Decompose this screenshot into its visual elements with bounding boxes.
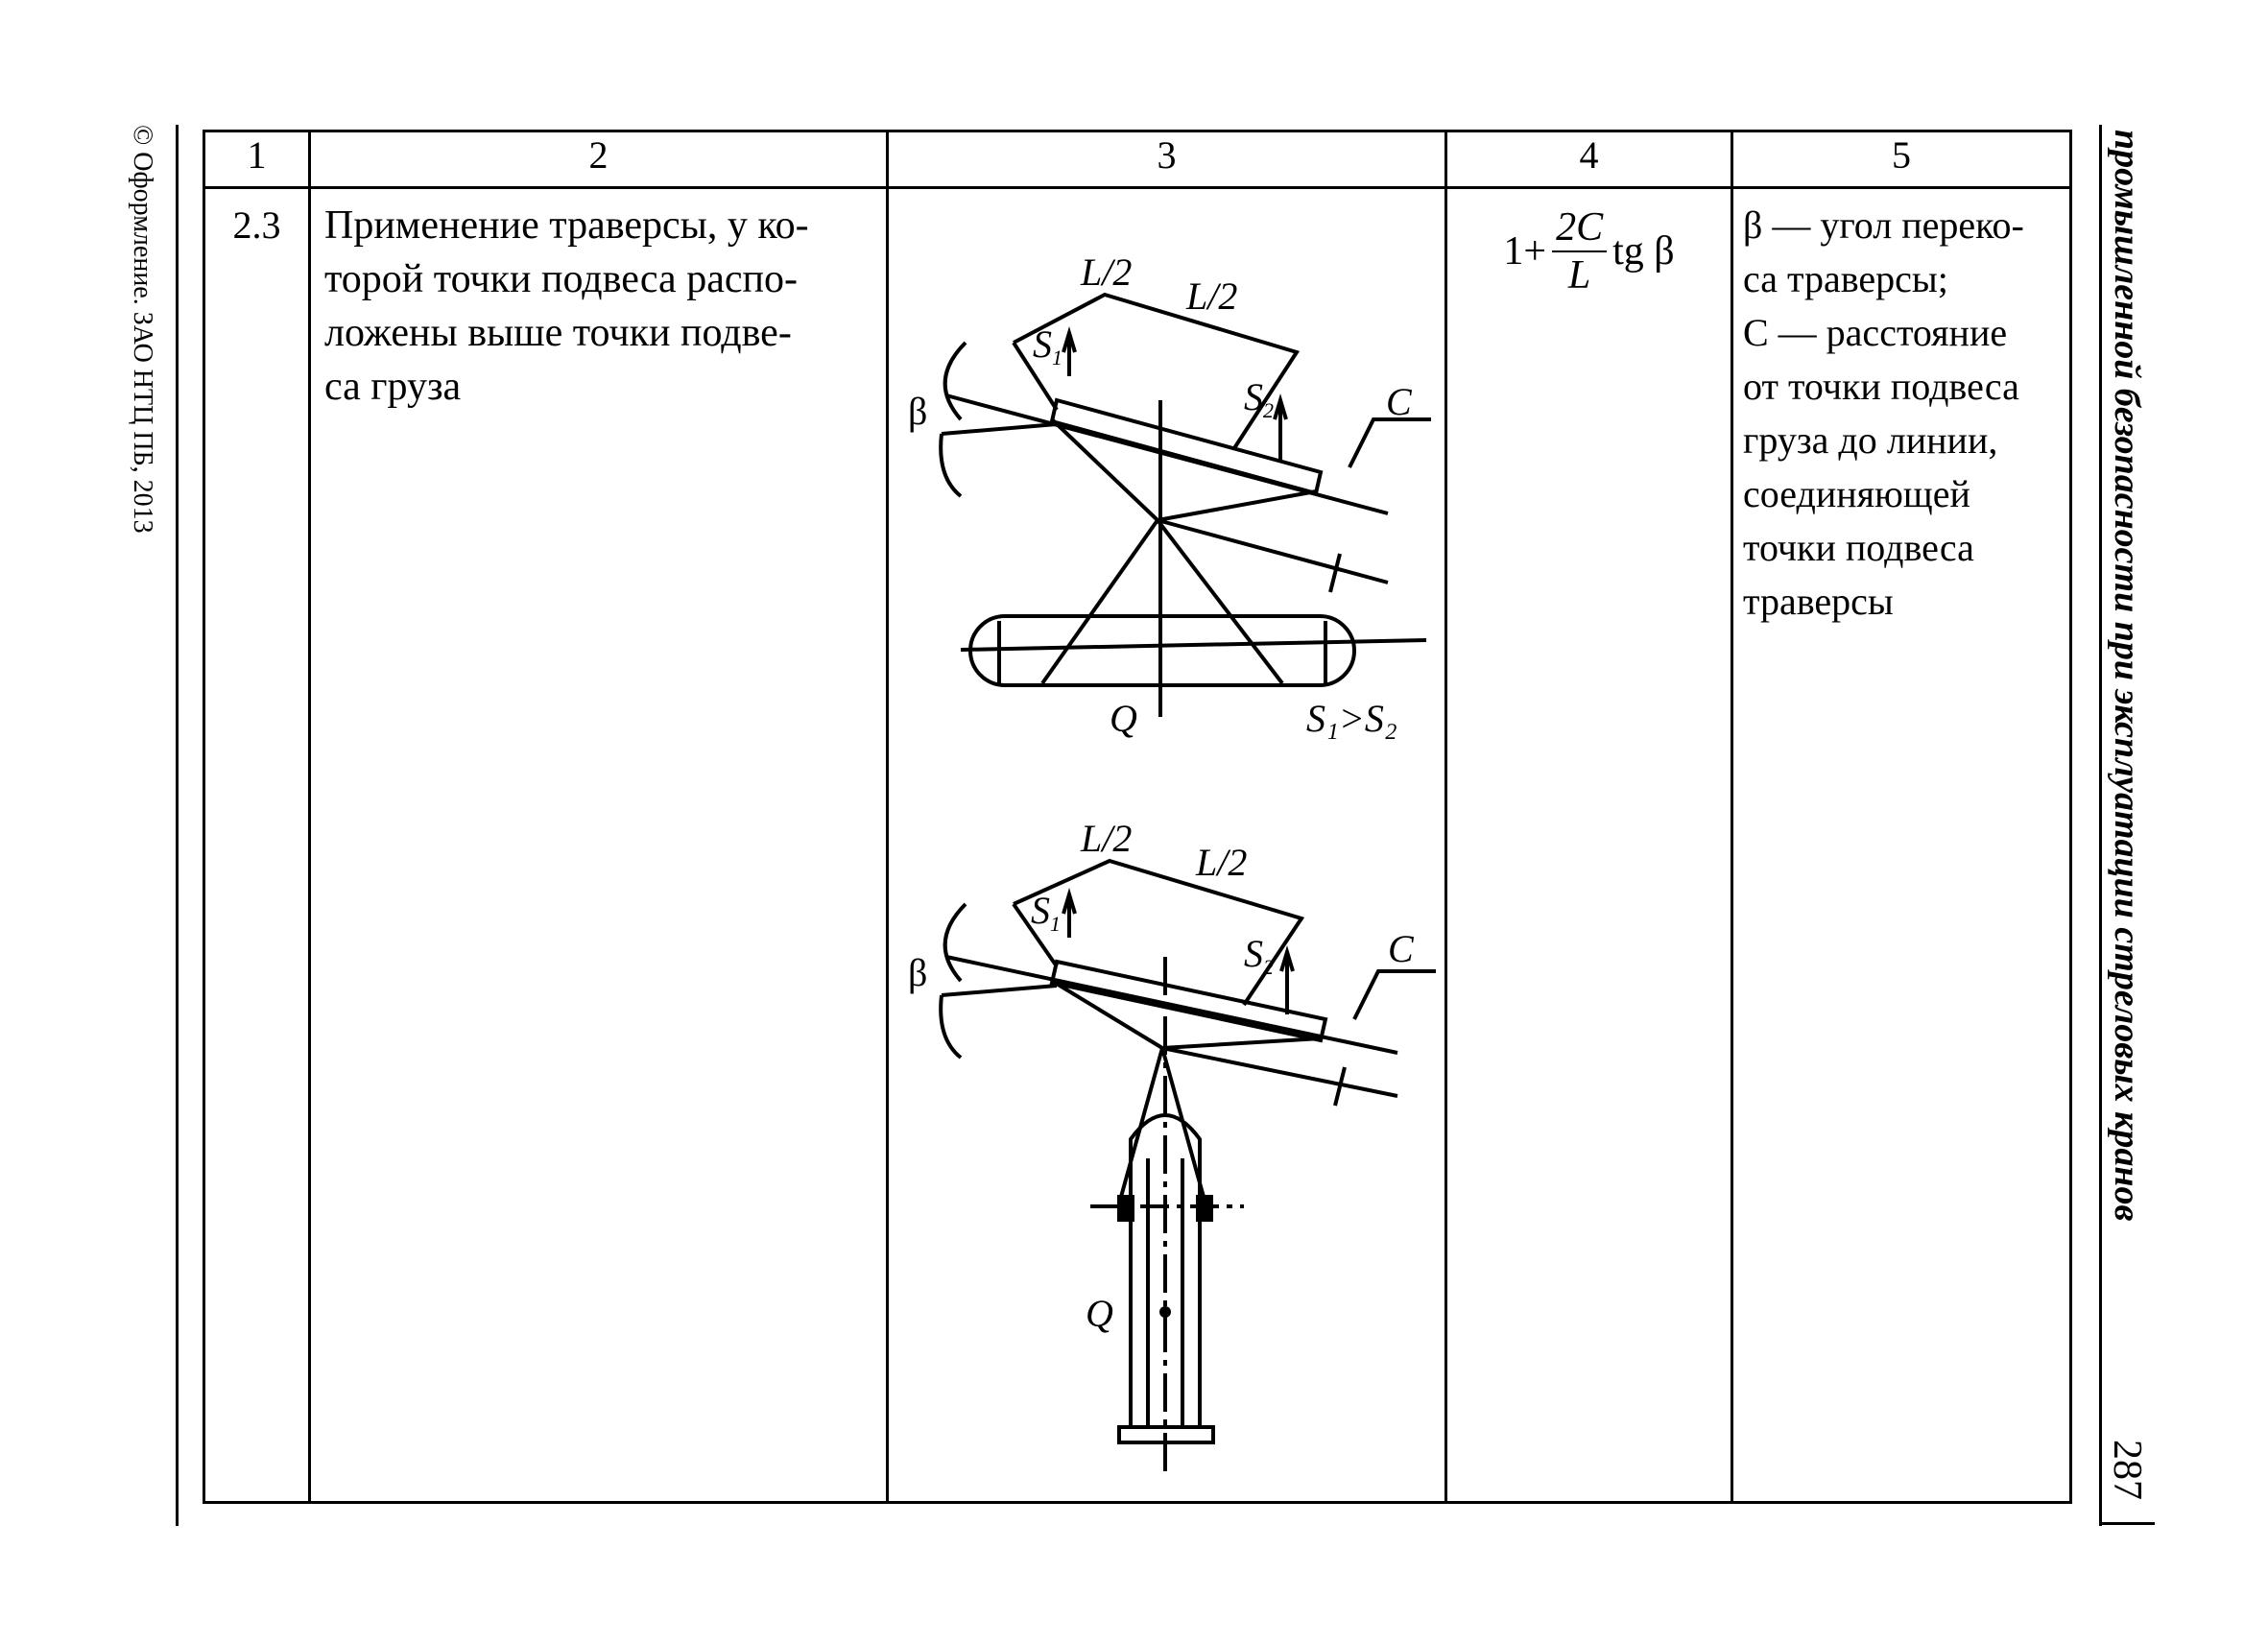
bottom-label-q: Q [1086, 1292, 1113, 1335]
bottom-beta-arc-upper [943, 902, 967, 983]
top-load-axis [960, 638, 1427, 652]
description-line: са груза [324, 365, 462, 409]
top-sling-left [1050, 417, 1159, 522]
formula-denominator: L [1567, 253, 1591, 298]
bottom-beta-arc-lower [939, 994, 963, 1060]
bottom-diagram-labels: L/2 L/2 S1 S2 β C Q [908, 817, 1415, 1335]
right-margin-rule [2099, 125, 2102, 1526]
bottom-sling-right [1161, 1036, 1322, 1050]
bottom-c-leader [1352, 969, 1436, 1020]
top-s1-arrowhead [1062, 326, 1077, 353]
note-line: β — угол переко- [1743, 203, 2024, 247]
note-line: са траверсы; [1743, 257, 1948, 300]
bottom-load-lug-right [1196, 1195, 1213, 1222]
load-factor-formula: 1+ 2C L tg β [1503, 204, 1674, 298]
note-line: груза до линии, [1743, 418, 1998, 462]
bottom-label-l2-right: L/2 [1195, 841, 1247, 884]
bottom-dimension-bracket [1013, 858, 1305, 1007]
row-description: Применение траверсы, у ко- торой точки п… [308, 186, 889, 1504]
bottom-c-tick [1333, 1066, 1347, 1107]
top-s2-arrowhead [1273, 393, 1288, 420]
top-load-point-line [1157, 518, 1389, 584]
bottom-s2-arrowhead [1279, 945, 1295, 972]
bottom-load-center [1159, 1306, 1171, 1318]
bottom-traverse-axis [945, 955, 1398, 1055]
top-label-q: Q [1110, 697, 1137, 740]
top-c-leader [1348, 417, 1431, 468]
bottom-label-s1: S1 [1031, 889, 1061, 936]
formula-prefix: 1+ [1503, 229, 1547, 274]
bottom-label-c: C [1388, 927, 1415, 970]
top-label-beta: β [908, 390, 927, 433]
bottom-label-beta: β [908, 951, 927, 994]
top-label-s1: S1 [1033, 322, 1062, 369]
running-header-side-text: промышленной безопасности при эксплуатац… [2107, 130, 2147, 1222]
formula-suffix: tg β [1612, 229, 1675, 274]
top-beta-leader [941, 422, 1058, 436]
row-figure-cell: L/2 L/2 S1 S2 β C Q S₁>S₂ [886, 186, 1447, 1504]
header-col-5: 5 [1731, 130, 2072, 189]
top-dimension-bracket [1013, 292, 1301, 450]
top-traverse-axis [945, 393, 1389, 515]
row-note-cell: β — угол переко- са траверсы; C — рассто… [1731, 186, 2072, 1504]
bottom-load-point-line [1161, 1046, 1398, 1098]
bottom-load-lug-left [1117, 1195, 1134, 1222]
safety-measures-table: 1 2 3 4 5 2.3 Применение траверсы, у ко-… [203, 130, 2072, 1504]
bottom-sling-left [1050, 979, 1164, 1050]
formula-fraction: 2C L [1552, 204, 1608, 298]
header-col-1: 1 [203, 130, 311, 189]
page-number: 287 [2105, 1440, 2149, 1500]
note-line: соединяющей [1743, 472, 1970, 515]
bottom-label-s2: S2 [1244, 932, 1274, 979]
note-line: от точки подвеса [1743, 365, 2019, 408]
row-formula-cell: 1+ 2C L tg β [1444, 186, 1733, 1504]
header-col-2: 2 [308, 130, 889, 189]
top-diagram [939, 292, 1431, 717]
top-c-tick [1328, 553, 1342, 593]
page-number-rule [2099, 1522, 2155, 1525]
note-line: траверсы [1743, 580, 1894, 623]
description-line: Применение траверсы, у ко- [324, 203, 809, 248]
header-col-4: 4 [1444, 130, 1733, 189]
bottom-label-l2-left: L/2 [1080, 817, 1132, 860]
bottom-load-body [1129, 1113, 1202, 1427]
top-label-s2: S2 [1244, 375, 1274, 422]
header-col-3: 3 [886, 130, 1447, 189]
description-line: ложены выше точки подве- [324, 311, 792, 355]
bottom-bracket-left-leg [1012, 902, 1059, 968]
table-row: 2.3 Применение траверсы, у ко- торой точ… [203, 186, 2072, 1504]
top-label-condition: S₁>S₂ [1306, 697, 1397, 740]
note-line: точки подвеса [1743, 526, 1974, 569]
table-header-row: 1 2 3 4 5 [203, 130, 2072, 189]
top-sling-right [1157, 489, 1317, 522]
bottom-load-sling-left [1119, 1047, 1164, 1198]
description-line: торой точки подвеса распо- [324, 257, 798, 301]
note-line: C — расстояние [1743, 311, 2008, 354]
top-bracket-left-leg [1012, 341, 1059, 412]
bottom-beta-leader [941, 984, 1058, 997]
traverse-diagram: L/2 L/2 S1 S2 β C Q S₁>S₂ [908, 250, 1436, 1475]
top-diagram-labels: L/2 L/2 S1 S2 β C Q S₁>S₂ [908, 250, 1413, 740]
bottom-s1-arrowhead [1062, 888, 1077, 915]
bottom-load-base [1117, 1425, 1215, 1444]
top-load-sling-right [1156, 518, 1284, 685]
formula-numerator: 2C [1552, 204, 1608, 252]
copyright-side-text: © Оформление. ЗАО НТЦ ПБ, 2013 [128, 125, 157, 534]
top-label-l2-right: L/2 [1185, 274, 1237, 318]
top-label-c: C [1386, 380, 1413, 423]
top-label-l2-left: L/2 [1080, 250, 1132, 294]
left-margin-rule [176, 125, 179, 1526]
top-beta-arc-upper [943, 341, 967, 421]
top-load-sling-left [1040, 518, 1159, 685]
bottom-diagram [939, 858, 1436, 1475]
row-number: 2.3 [203, 186, 311, 1504]
top-beta-arc-lower [939, 433, 963, 498]
